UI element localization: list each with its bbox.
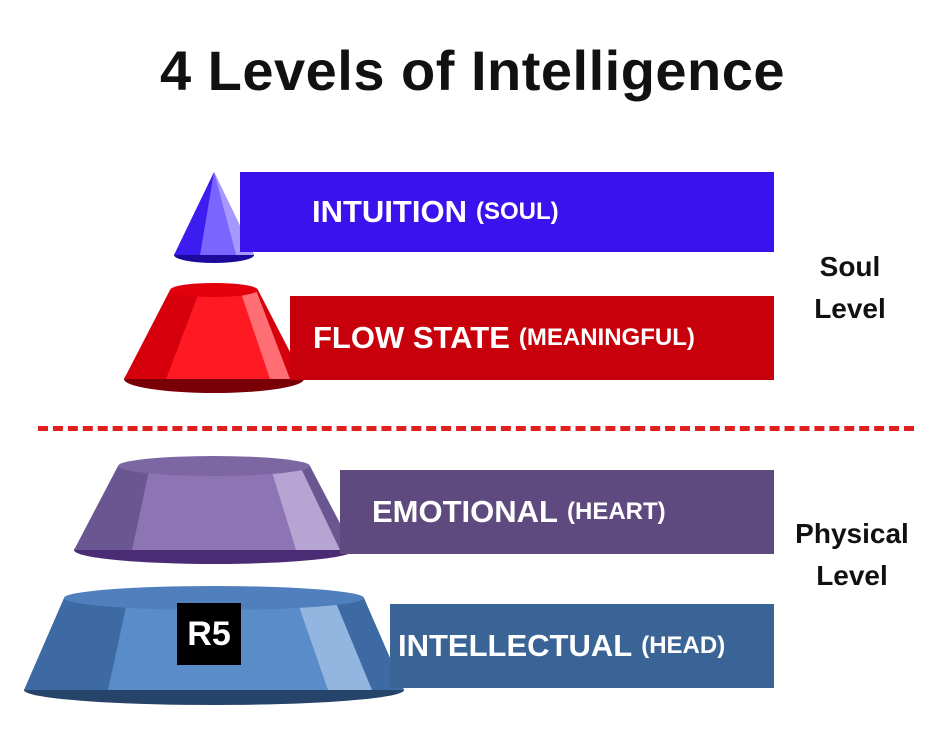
intuition-sublabel: (SOUL)	[476, 198, 559, 225]
intuition-cone	[174, 172, 254, 263]
intuition-band: INTUITION (SOUL)	[240, 172, 774, 252]
intellectual-sublabel: (HEAD)	[641, 632, 726, 659]
emotional-band: EMOTIONAL (HEART)	[340, 470, 774, 554]
emotional-frustum	[74, 456, 354, 564]
intellectual-label: INTELLECTUAL	[398, 628, 633, 663]
intuition-label: INTUITION	[312, 194, 467, 229]
flow-state-sublabel: (MEANINGFUL)	[518, 324, 695, 351]
r5-logo-badge: R5	[177, 603, 241, 665]
flow-state-frustum	[124, 283, 304, 393]
intellectual-band: INTELLECTUAL (HEAD)	[390, 604, 774, 688]
emotional-label: EMOTIONAL	[372, 494, 558, 529]
emotional-sublabel: (HEART)	[567, 498, 666, 525]
page-title: 4 Levels of Intelligence	[159, 39, 786, 102]
flow-state-label: FLOW STATE	[313, 320, 510, 355]
level-divider	[38, 426, 914, 431]
flow-state-band: FLOW STATE (MEANINGFUL)	[290, 296, 774, 380]
